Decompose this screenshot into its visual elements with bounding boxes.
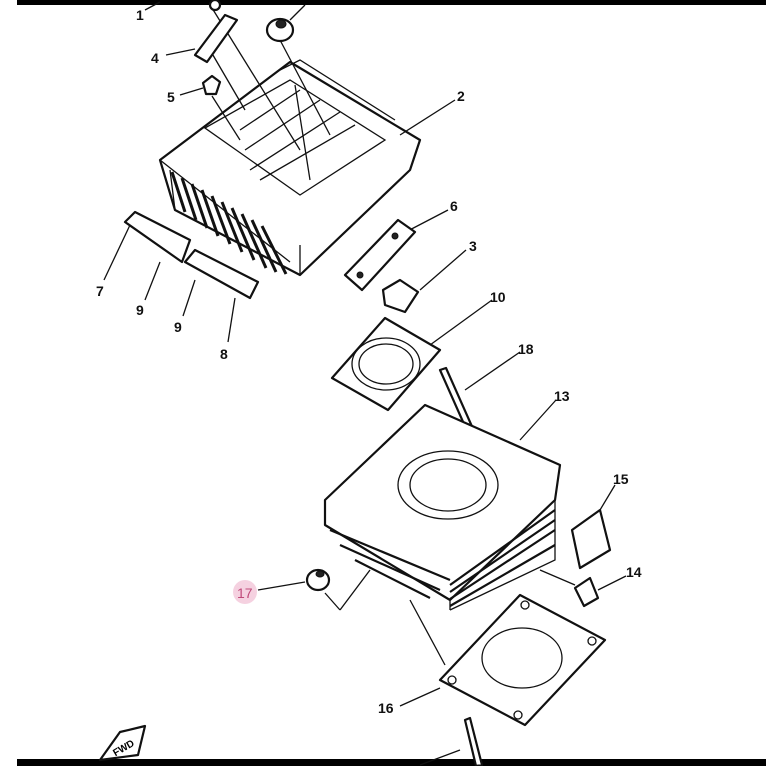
- part-14-damper[interactable]: [573, 576, 600, 608]
- label-14: 14: [626, 564, 642, 580]
- label-10: 10: [490, 289, 506, 305]
- label-1: 1: [136, 7, 144, 23]
- part-6-bracket[interactable]: [343, 218, 417, 292]
- part-5-damper[interactable]: [201, 74, 222, 96]
- part-13-cylinder[interactable]: [323, 403, 562, 611]
- label-15: 15: [613, 471, 629, 487]
- part-4-insulator[interactable]: [193, 13, 239, 64]
- top-black-bar: [17, 0, 766, 5]
- label-18: 18: [518, 341, 534, 357]
- label-6: 6: [450, 198, 458, 214]
- part-nut-top[interactable]: [265, 17, 295, 43]
- part-17-nut[interactable]: [305, 568, 331, 592]
- part-16-base-gasket[interactable]: [438, 593, 607, 727]
- label-2: 2: [457, 88, 465, 104]
- part-7-damper-strip[interactable]: [123, 210, 192, 264]
- label-9: 9: [136, 302, 144, 318]
- label-5: 5: [167, 89, 175, 105]
- label-16: 16: [378, 700, 394, 716]
- stud-bottom[interactable]: [463, 716, 484, 766]
- part-15-damper[interactable]: [570, 508, 612, 570]
- label-8: 8: [220, 346, 228, 362]
- label-9: 9: [174, 319, 182, 335]
- label-4: 4: [151, 50, 159, 66]
- label-13: 13: [554, 388, 570, 404]
- bottom-black-bar: [17, 759, 766, 766]
- label-3: 3: [469, 238, 477, 254]
- part-8-damper-strip[interactable]: [183, 248, 260, 300]
- label-7: 7: [96, 283, 104, 299]
- label-17-highlight: [233, 580, 257, 604]
- part-3-damper[interactable]: [381, 278, 420, 314]
- part-1-dowel[interactable]: [208, 0, 222, 12]
- part-10-head-gasket[interactable]: [330, 316, 442, 412]
- label-17: 17: [237, 585, 253, 601]
- fwd-arrow-marker: FWD: [98, 724, 147, 762]
